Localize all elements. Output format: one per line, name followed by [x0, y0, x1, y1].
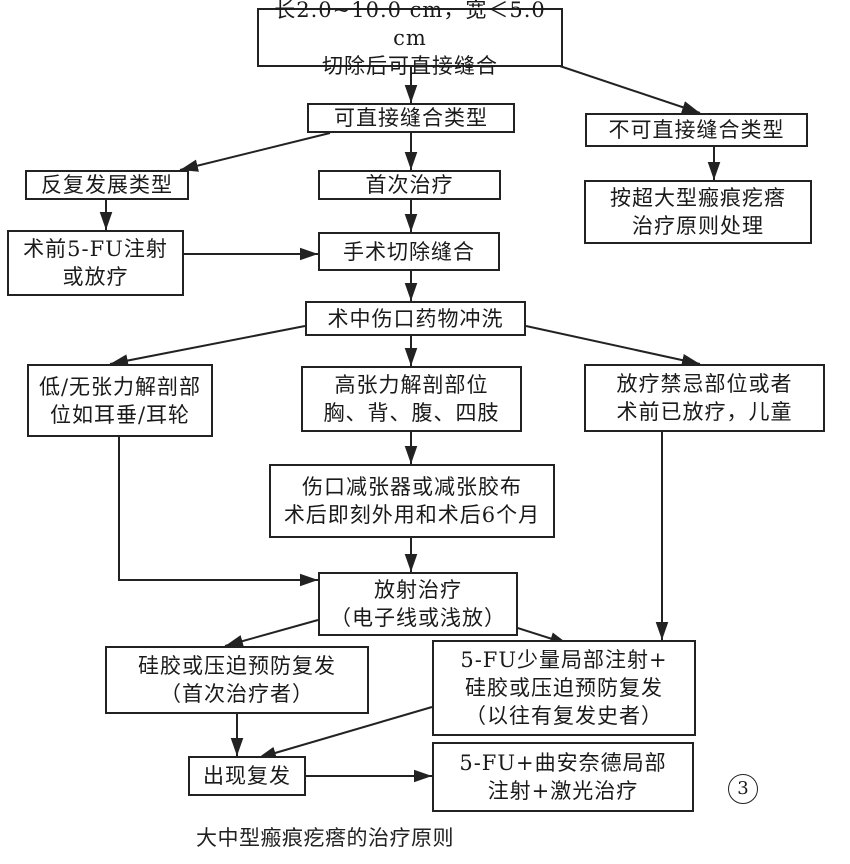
node-intraop-wound-irrigation: 术中伤口药物冲洗: [305, 301, 526, 336]
arrow-n9-n12: [525, 325, 701, 367]
arrow-n14-n15: [224, 619, 319, 648]
node-5fu-triamcinolone-laser: 5-FU+曲安奈德局部 注射+激光治疗: [432, 742, 694, 812]
node-surgical-excision-suture: 手术切除缝合: [318, 232, 500, 271]
arrow-n9-n10: [109, 325, 306, 367]
arrow-n16-n17: [257, 706, 433, 759]
figure-number-badge: 3: [728, 774, 758, 804]
node-preop-5fu-or-radiotherapy: 术前5-FU注射 或放疗: [7, 230, 184, 296]
node-first-treatment: 首次治疗: [318, 170, 501, 200]
node-size-criteria: 长2.0~10.0 cm，宽＜5.0 cm 切除后可直接缝合: [257, 0, 563, 78]
node-recurrence: 出现复发: [188, 756, 306, 796]
node-tension-reduction: 伤口减张器或减张胶布 术后即刻外用和术后6个月: [269, 464, 555, 538]
node-high-tension-site: 高张力解剖部位 胸、背、腹、四肢: [301, 366, 522, 432]
node-silicone-first-treatment: 硅胶或压迫预防复发 （首次治疗者）: [105, 646, 369, 714]
node-low-tension-site: 低/无张力解剖部 位如耳垂/耳轮: [27, 364, 213, 437]
node-recurrent-type: 反复发展类型: [25, 170, 189, 200]
figure-caption: 大中型瘢痕疙瘩的治疗原则: [196, 826, 454, 850]
arrow-n10-n14: [118, 437, 318, 587]
arrow-n2-n4: [179, 132, 331, 172]
node-direct-suture-type: 可直接缝合类型: [307, 103, 515, 133]
node-non-direct-suture-type: 不可直接缝合类型: [585, 113, 808, 147]
node-oversized-principle: 按超大型瘢痕疙瘩 治疗原则处理: [584, 180, 812, 244]
node-radiotherapy-contraindicated: 放疗禁忌部位或者 术前已放疗，儿童: [584, 364, 825, 432]
node-radiation-therapy: 放射治疗 （电子线或浅放）: [318, 572, 518, 636]
node-5fu-silicone-recurrence-history: 5-FU少量局部注射+ 硅胶或压迫预防复发 （以往有复发史者）: [432, 640, 696, 736]
